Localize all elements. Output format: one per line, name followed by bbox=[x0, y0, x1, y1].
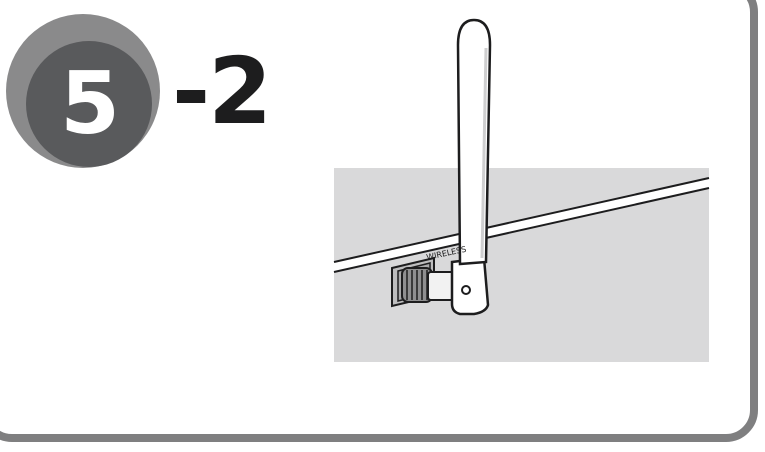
step-number: 5 bbox=[60, 54, 120, 154]
antenna-hinge bbox=[450, 256, 490, 316]
antenna-connector bbox=[401, 267, 459, 303]
antenna-rod bbox=[456, 18, 492, 266]
step-substep-label: -2 bbox=[172, 38, 272, 145]
panel-top-edge bbox=[334, 178, 709, 272]
panel-edge-line-lower bbox=[333, 187, 710, 273]
step-badge-inner-circle bbox=[26, 41, 152, 167]
panel-edge-line-upper bbox=[333, 177, 710, 263]
